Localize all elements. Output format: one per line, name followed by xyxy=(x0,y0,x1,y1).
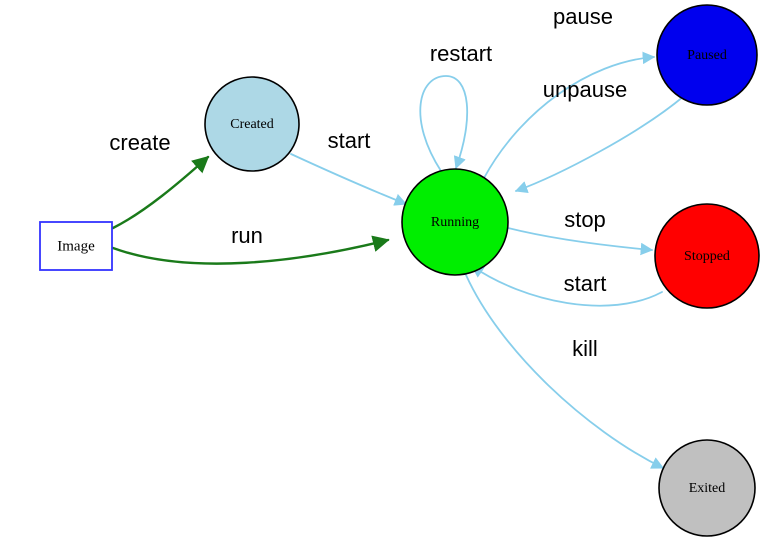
node-image[interactable]: Image xyxy=(39,221,113,271)
node-label-running: Running xyxy=(431,215,479,230)
node-exited[interactable]: Exited xyxy=(658,439,756,537)
node-label-exited: Exited xyxy=(689,481,726,496)
edge-label-restart: restart xyxy=(430,41,492,66)
edge-create xyxy=(111,155,210,230)
node-label-created: Created xyxy=(230,117,274,132)
node-shape-paused[interactable] xyxy=(656,4,758,106)
node-created[interactable]: Created xyxy=(204,76,300,172)
node-shape-stopped[interactable] xyxy=(654,203,760,309)
node-shape-running[interactable] xyxy=(401,168,509,276)
node-stopped[interactable]: Stopped xyxy=(654,203,760,309)
node-paused[interactable]: Paused xyxy=(656,4,758,106)
node-shape-image[interactable] xyxy=(39,221,113,271)
edge-pause xyxy=(483,51,656,179)
edge-label-pause: pause xyxy=(553,4,613,29)
edge-unpause xyxy=(514,95,685,194)
edge-restart xyxy=(419,75,468,172)
edge-labels-layer: create run start restart pause unpause stop sta… xyxy=(109,4,627,361)
edge-label-run: run xyxy=(231,223,263,248)
edge-label-kill: kill xyxy=(572,336,598,361)
edge-start-created xyxy=(290,153,408,206)
edges-layer xyxy=(111,51,685,469)
edge-run xyxy=(111,235,390,265)
edge-start-stopped xyxy=(470,265,663,307)
edge-label-unpause: unpause xyxy=(543,77,627,102)
edge-label-stop: stop xyxy=(564,207,606,232)
node-running[interactable]: Running xyxy=(401,168,509,276)
edge-label-start-created: start xyxy=(328,128,371,153)
node-label-stopped: Stopped xyxy=(684,249,730,264)
edge-label-start-stopped: start xyxy=(564,271,607,296)
node-shape-created[interactable] xyxy=(204,76,300,172)
node-label-paused: Paused xyxy=(687,48,727,63)
node-shape-exited[interactable] xyxy=(658,439,756,537)
node-label-image: Image xyxy=(57,238,95,254)
edge-label-create: create xyxy=(109,130,170,155)
edge-stop xyxy=(507,227,654,256)
edge-kill xyxy=(465,274,665,469)
